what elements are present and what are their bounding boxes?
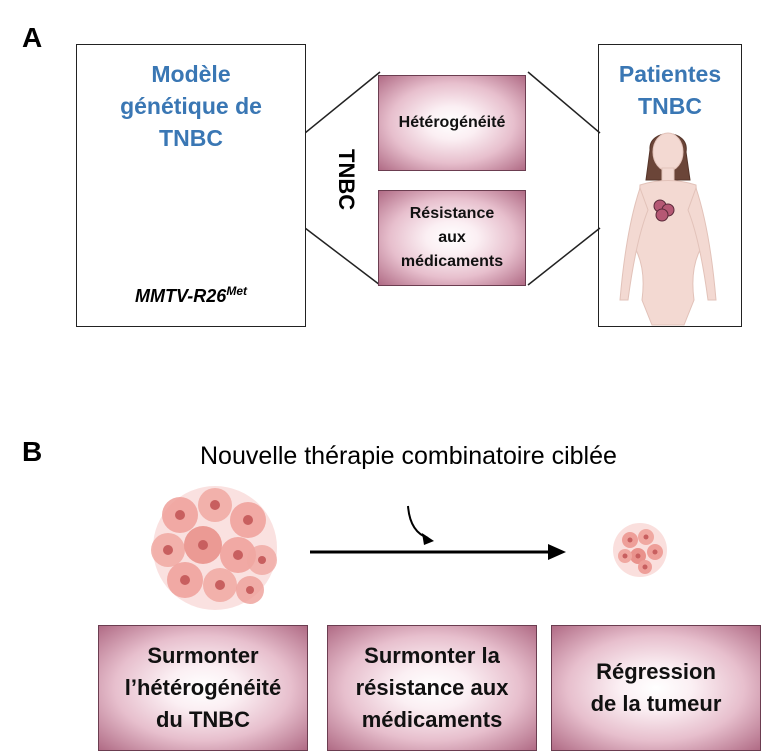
patients-title: Patientes TNBC <box>598 58 742 122</box>
mouse-model-label-superscript: Met <box>226 284 247 298</box>
drug-resistance-box: Résistance aux médicaments <box>378 190 526 286</box>
drug-resistance-line-3: médicaments <box>400 253 504 270</box>
mouse-model-label-main: MMTV-R26 <box>134 286 227 306</box>
tumor-regression-line-2: de la tumeur <box>590 691 722 716</box>
overcome-resistance-line-3: médicaments <box>361 707 503 732</box>
therapy-label: Nouvelle thérapie combinatoire ciblée <box>200 442 617 470</box>
tumor-regression-line-1: Régression <box>596 659 716 684</box>
panel-b-letter: B <box>22 436 43 467</box>
connector-line-left-bottom <box>304 227 381 286</box>
patient-arm-right <box>687 186 717 301</box>
patients-title-line-1: Patientes <box>618 61 722 87</box>
tumor-regression-box: Régression de la tumeur <box>551 625 761 751</box>
large-tumor-illustration <box>151 486 277 610</box>
drug-curved-arrow <box>407 505 429 539</box>
connector-line-left-top <box>304 71 381 134</box>
therapy-arrow-head <box>548 544 566 560</box>
overcome-heterogeneity-line-2: l’hétérogénéité <box>124 675 282 700</box>
mouse-model-label: MMTV-R26Met <box>76 284 306 307</box>
mouse-model-title-line-2: génétique de <box>120 93 262 119</box>
patients-frame <box>598 44 742 327</box>
heterogeneity-box: Hétérogénéité <box>378 75 526 171</box>
patient-arm-left <box>619 186 649 301</box>
drug-resistance-line-2: aux <box>438 229 466 246</box>
overcome-heterogeneity-line-3: du TNBC <box>155 707 251 732</box>
overcome-heterogeneity-line-1: Surmonter <box>147 643 259 668</box>
drug-curved-arrowhead <box>422 533 434 545</box>
patients-title-line-2: TNBC <box>638 93 702 119</box>
panel-a-letter: A <box>22 22 43 53</box>
small-tumor-illustration <box>613 523 667 577</box>
overcome-heterogeneity-box: Surmonter l’hétérogénéité du TNBC <box>98 625 308 751</box>
mouse-model-title: Modèle génétique de TNBC <box>76 58 306 154</box>
patient-torso <box>635 180 701 326</box>
overcome-resistance-line-2: résistance aux <box>355 675 509 700</box>
mouse-model-title-line-3: TNBC <box>159 125 223 151</box>
patient-illustration <box>619 132 717 326</box>
overcome-resistance-line-1: Surmonter la <box>364 643 500 668</box>
overcome-resistance-box: Surmonter la résistance aux médicaments <box>327 625 537 751</box>
mouse-model-frame <box>76 44 306 327</box>
connector-line-right-bottom <box>527 227 601 286</box>
connector-line-right-top <box>527 71 601 134</box>
patient-tumor-3 <box>655 208 669 222</box>
drug-resistance-line-1: Résistance <box>409 205 495 222</box>
tnbc-vertical-label: TNBC <box>334 149 359 211</box>
mouse-model-title-line-1: Modèle <box>151 61 231 87</box>
